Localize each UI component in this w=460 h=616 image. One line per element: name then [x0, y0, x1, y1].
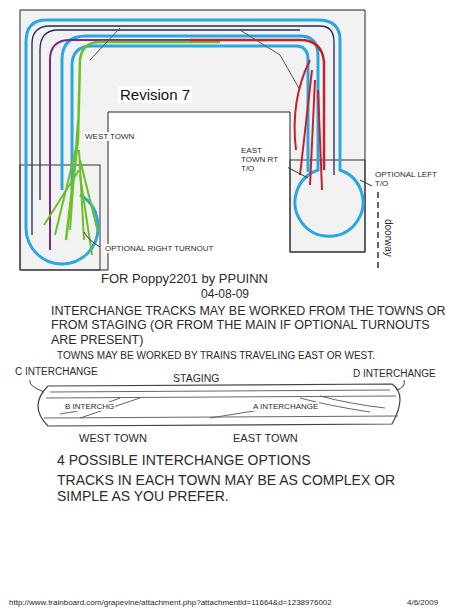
note-label: WEST TOWN — [84, 132, 135, 141]
note-label: EAST TOWN — [232, 432, 299, 445]
leader-line — [285, 166, 308, 178]
note-label: OPTIONAL RIGHT TURNOUT — [104, 244, 216, 253]
note-label: INTERCHANGE TRACKS MAY BE WORKED FROM TH… — [50, 304, 452, 347]
loop-area — [290, 160, 365, 252]
revision-title: Revision 7 — [118, 86, 192, 103]
track — [50, 40, 250, 250]
note-label: doorway — [383, 218, 395, 258]
note-label: 4 POSSIBLE INTERCHANGE OPTIONS — [56, 452, 312, 468]
note-label: 04-08-09 — [200, 288, 250, 302]
note-label: 4/6/2009 — [406, 598, 439, 607]
main-track — [72, 46, 308, 190]
note-label: B INTERCHG — [64, 402, 115, 411]
note-label: TRACKS IN EACH TOWN MAY BE AS COMPLEX OR… — [56, 472, 438, 504]
leader-line — [84, 232, 100, 247]
note-label: EAST TOWN RT T/O — [240, 146, 288, 174]
note-label: OPTIONAL LEFT T/O — [374, 170, 438, 188]
note-label: WEST TOWN — [78, 432, 148, 445]
note-label: C INTERCHANGE — [14, 366, 99, 378]
sketch-track — [44, 390, 398, 418]
note-label: A INTERCHANGE — [252, 402, 319, 411]
note-label: http://www.trainboard.com/grapevine/atta… — [8, 598, 333, 607]
note-label: TOWNS MAY BE WORKED BY TRAINS TRAVELING … — [56, 350, 453, 362]
leader-line — [360, 180, 372, 186]
leader-line — [396, 380, 404, 390]
yard-track — [295, 60, 322, 190]
track — [90, 28, 300, 90]
note-label: FOR Poppy2201 by PPUINN — [100, 272, 269, 287]
note-label: STAGING — [172, 372, 220, 384]
benchwork — [20, 10, 365, 270]
leader-line — [30, 380, 44, 392]
staging-sketch — [38, 384, 400, 426]
main-track — [26, 20, 363, 264]
doorway-line — [377, 182, 379, 268]
note-label: D INTERCHANGE — [352, 368, 437, 380]
track — [32, 26, 334, 235]
yard-track — [66, 42, 220, 240]
